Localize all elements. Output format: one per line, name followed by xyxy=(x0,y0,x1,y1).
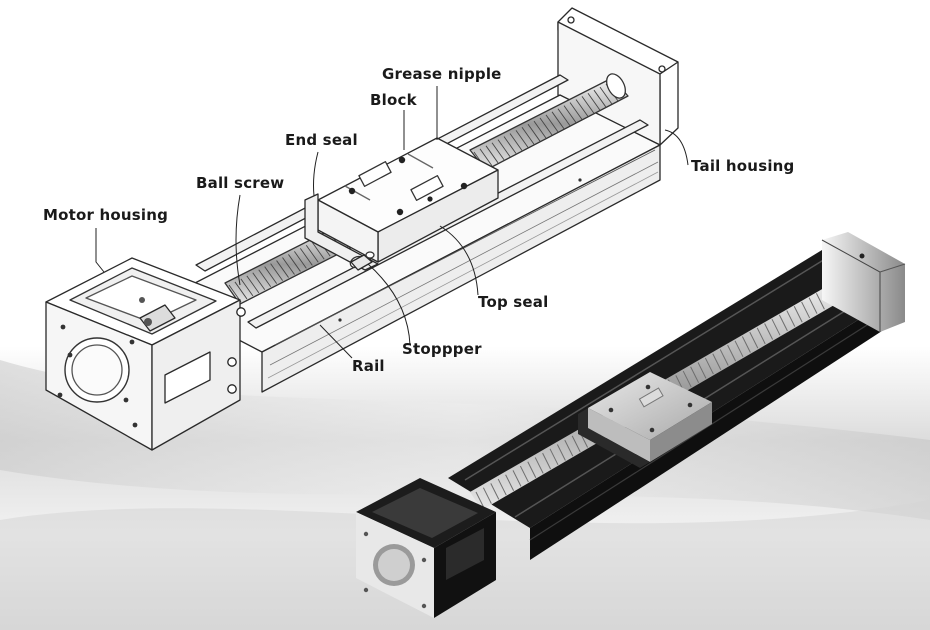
photo-tail-housing xyxy=(822,232,905,332)
label-block: Block xyxy=(370,91,417,109)
leader-stoppper xyxy=(367,263,411,346)
screw-thread xyxy=(808,297,818,314)
screw-thread xyxy=(252,272,266,291)
screw-thread xyxy=(697,362,707,379)
screw-thread xyxy=(482,487,492,504)
photo-rail-side xyxy=(530,292,902,560)
screw-thread xyxy=(778,314,788,332)
screw-thread xyxy=(503,136,517,154)
screw-thread xyxy=(801,301,811,319)
screw-thread xyxy=(741,336,751,353)
photo-linear-module xyxy=(356,232,906,618)
label-top-seal: Top seal xyxy=(478,293,549,311)
screw-thread xyxy=(599,86,613,105)
label-motor-housing: Motor housing xyxy=(43,206,169,224)
screw-thread xyxy=(246,275,260,294)
photo-block xyxy=(578,372,712,468)
screw-thread xyxy=(497,478,507,496)
screw-thread xyxy=(549,448,559,466)
screw-thread xyxy=(587,93,601,111)
stopper xyxy=(349,251,375,271)
screw-thread xyxy=(234,281,248,300)
screw-thread xyxy=(786,310,796,327)
line-drawing-module xyxy=(45,7,689,451)
screw-thread xyxy=(563,105,577,123)
screw-thread xyxy=(542,452,552,470)
screw-thread xyxy=(240,278,254,297)
screw-thread xyxy=(479,148,493,167)
screw-thread xyxy=(270,263,283,281)
screw-thread xyxy=(690,366,700,383)
leader-top-seal xyxy=(439,225,479,296)
screw-thread xyxy=(557,108,571,126)
screw-thread xyxy=(734,340,744,358)
screw-thread xyxy=(539,117,553,136)
screw-thread xyxy=(771,318,781,336)
label-stoppper: Stoppper xyxy=(402,340,482,358)
leader-lines xyxy=(95,86,689,359)
screw-thread xyxy=(512,470,522,487)
screw-thread xyxy=(815,293,825,310)
screw-thread xyxy=(491,142,505,160)
screw-thread xyxy=(509,133,523,151)
screw-thread xyxy=(294,251,307,269)
block xyxy=(317,137,499,263)
screw-thread xyxy=(545,114,559,133)
screw-thread xyxy=(515,130,529,148)
screw-thread xyxy=(756,327,766,345)
screw-thread xyxy=(793,306,803,323)
screw-thread xyxy=(534,457,544,474)
screw-thread xyxy=(497,139,511,157)
label-ball-screw: Ball screw xyxy=(196,174,285,192)
screw-thread xyxy=(299,248,313,266)
label-rail: Rail xyxy=(352,357,385,375)
screw-thread xyxy=(704,357,714,375)
screw-thread xyxy=(581,96,595,114)
screw-thread xyxy=(571,435,581,453)
screw-thread xyxy=(749,331,759,349)
photo-motor-housing xyxy=(356,478,496,618)
rail-side-face xyxy=(261,144,661,393)
screw-thread xyxy=(682,370,692,388)
screw-thread xyxy=(490,483,500,500)
screw-thread xyxy=(475,491,485,509)
label-grease-nipple: Grease nipple xyxy=(382,65,502,83)
screw-thread xyxy=(264,266,278,284)
label-tail-housing: Tail housing xyxy=(691,157,795,175)
leader-end-seal xyxy=(313,151,319,197)
screw-thread xyxy=(282,257,295,275)
label-end-seal: End seal xyxy=(285,131,358,149)
screw-thread xyxy=(258,269,272,287)
screw-thread xyxy=(276,260,289,278)
screw-thread xyxy=(521,127,535,145)
screw-thread xyxy=(569,102,583,120)
motor-housing xyxy=(45,257,246,451)
leader-motor-housing xyxy=(95,228,105,273)
screw-thread xyxy=(311,241,325,260)
screw-thread xyxy=(727,344,737,362)
screw-thread xyxy=(288,254,301,272)
screw-thread xyxy=(556,444,566,461)
screw-thread xyxy=(712,353,722,370)
screw-thread xyxy=(719,349,729,366)
screw-thread xyxy=(527,123,541,142)
leader-ball-screw xyxy=(235,194,241,286)
screw-thread xyxy=(485,145,499,164)
screw-thread xyxy=(505,474,515,491)
screw-thread xyxy=(593,89,607,108)
screw-thread xyxy=(519,465,529,483)
screw-thread xyxy=(533,120,547,139)
screw-thread xyxy=(564,439,574,457)
photo-block-top xyxy=(588,372,712,440)
screw-thread xyxy=(764,323,774,340)
screw-thread xyxy=(527,461,537,478)
screw-thread xyxy=(575,99,589,117)
screw-thread xyxy=(551,111,565,130)
leader-rail xyxy=(319,324,353,359)
screw-thread xyxy=(305,245,319,263)
leader-tail-housing xyxy=(664,129,689,166)
